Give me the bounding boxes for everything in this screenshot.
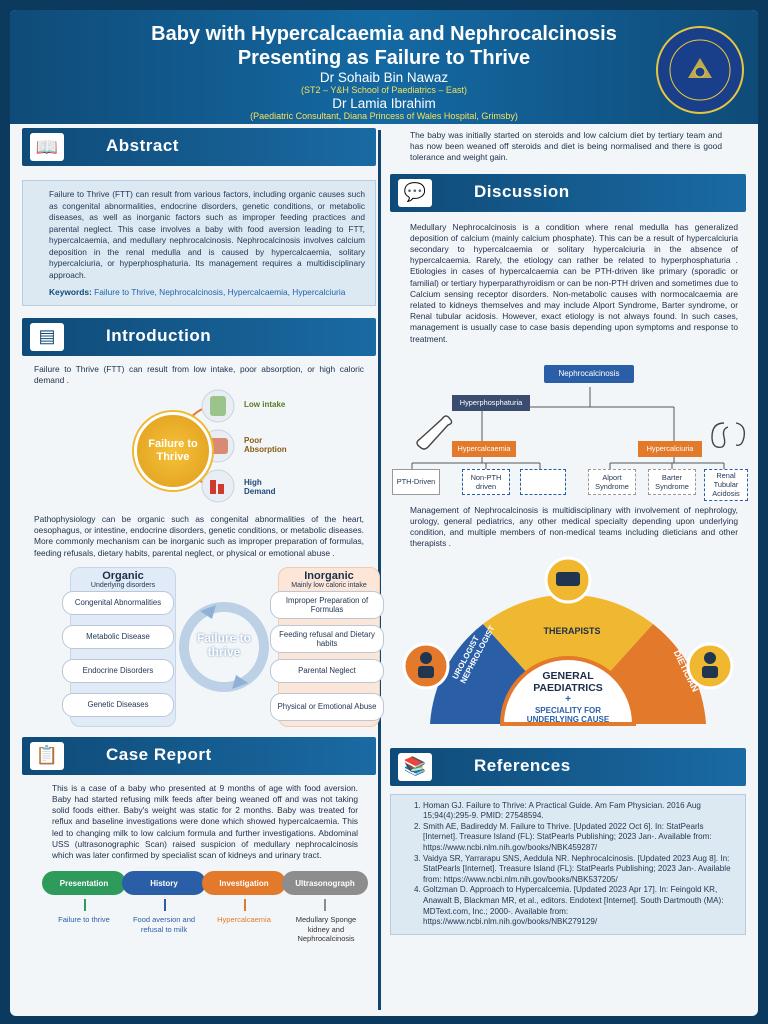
introduction-heading: Introduction [106,325,212,345]
organic-subtitle: Underlying disorders [90,581,156,589]
flow-leaf-barter: Barter Syndrome [648,468,696,495]
flow-leaf-alport: Alport Syndrome [588,468,636,495]
timeline-presentation: Presentation [42,871,126,896]
timeline-detail-3: Hypercalcaemia [217,915,271,925]
references-list: Homan GJ. Failure to Thrive: A Practical… [390,793,746,935]
abstract-box: Failure to Thrive (FTT) can result from … [22,180,376,306]
reference-3: Vaidya SR, Yarrarapu SNS, Aeddula NR. Ne… [423,854,737,886]
case-timeline: Presentation History Investigation Ultra… [22,871,376,957]
keywords-list: Failure to Thrive, Nephrocalcinosis, Hyp… [94,287,346,297]
organic-item-2: Metabolic Disease [62,624,174,649]
ftt-causes-graphic [171,389,235,503]
case-report-body: This is a case of a baby who presented a… [52,782,358,860]
school-logo [656,26,744,114]
chat-icon: 💬 [398,178,432,207]
flow-leaf-pth-driven: PTH-Driven [392,468,440,495]
discussion-heading-bar: 💬 Discussion [390,173,746,212]
ftt-center-label: Failure to Thrive [148,437,198,463]
organic-item-4: Genetic Diseases [62,692,174,717]
inorganic-title: Inorganic [304,569,354,582]
author-1-affiliation: (ST2 – Y&H School of Paediatrics – East) [301,85,467,95]
flow-leaf-non-pth-driven: Non-PTH driven [462,468,510,495]
column-divider [378,130,381,1010]
document-icon: ▤ [30,322,64,351]
introduction-heading-bar: ▤ Introduction [22,317,376,356]
organic-title: Organic [102,569,144,582]
timeline-pin-3 [244,899,246,912]
logo-emblem [669,39,731,101]
poster: Baby with Hypercalcaemia and Nephrocalci… [10,10,758,1016]
timeline-pin-1 [84,899,86,912]
timeline-detail-4: Medullary Sponge kidney and Nephrocalcin… [295,915,357,944]
author-2-affiliation: (Paediatric Consultant, Diana Princess o… [250,111,518,121]
left-column: 📖 Abstract Failure to Thrive (FTT) can r… [22,128,384,957]
flow-hypercalciuria: Hypercalciuria [638,440,702,457]
ftt-cause-low-intake: Low intake [244,399,286,409]
cycle-center-label: Failure to thrive [196,630,251,659]
flow-leaf-empty [520,468,566,495]
case-report-heading: Case Report [106,744,212,764]
inorganic-subtitle: Mainly low caloric intake [291,581,367,589]
abstract-body: Failure to Thrive (FTT) can result from … [49,189,365,280]
flow-hyperphosphaturia: Hyperphosphaturia [452,394,530,411]
mdt-speciality-label: SPECIALITY FOR UNDERLYING CAUSE [526,705,610,725]
references-heading-bar: 📚 References [390,747,746,786]
flow-leaf-rta: Renal Tubular Acidosis [704,468,748,501]
ftt-center-circle: Failure to Thrive [134,411,212,490]
inorganic-item-2: Feeding refusal and Dietary habits [270,624,384,653]
timeline-pin-2 [164,899,166,912]
ftt-cause-poor-absorption: Poor Absorption [244,435,287,454]
inorganic-item-4: Physical or Emotional Abuse [270,692,384,721]
mdt-general-line1: GENERAL [542,669,594,682]
inorganic-item-1: Improper Preparation of Formulas [270,590,384,619]
organic-item-3: Endocrine Disorders [62,658,174,683]
books-icon: 📚 [398,752,432,781]
reference-2: Smith AE, Badireddy M. Failure to Thrive… [423,822,737,854]
ftt-cause-high-demand: High Demand [244,477,276,496]
timeline-ultrasonograph: Ultrasonograph [282,871,368,896]
mdt-arch-graphic [402,556,734,726]
book-icon: 📖 [30,133,64,161]
introduction-para-1: Failure to Thrive (FTT) can result from … [34,363,364,385]
case-report-heading-bar: 📋 Case Report [22,736,376,775]
clipboard-icon: 📋 [30,741,64,770]
introduction-para-2: Pathophysiology can be organic such as c… [34,513,364,558]
author-2: Dr Lamia Ibrahim [332,96,436,111]
steroid-note: The baby was initially started on steroi… [410,130,722,163]
title-line-1: Baby with Hypercalcaemia and Nephrocalci… [151,23,617,45]
discussion-para-1: Medullary Nephrocalcinosis is a conditio… [410,221,738,344]
abstract-heading: Abstract [106,136,179,155]
mdt-plus: + [565,693,571,705]
poster-title: Baby with Hypercalcaemia and Nephrocalci… [10,22,758,70]
timeline-investigation: Investigation [202,871,286,896]
discussion-heading: Discussion [474,181,570,201]
inorganic-item-3: Parental Neglect [270,658,384,683]
flow-hypercalcaemia: Hypercalcaemia [452,440,516,457]
reference-4: Goltzman D. Approach to Hypercalcemia. [… [423,885,737,927]
timeline-pin-4 [324,899,326,912]
mdt-therapists-label: THERAPISTS [543,625,601,636]
reference-1: Homan GJ. Failure to Thrive: A Practical… [423,801,737,822]
discussion-para-2: Management of Nephrocalcinosis is multid… [410,504,738,549]
timeline-detail-2: Food aversion and refusal to milk [132,915,196,934]
organic-item-1: Congenital Abnormalities [62,590,174,615]
flow-root-nephrocalcinosis: Nephrocalcinosis [544,364,634,383]
timeline-history: History [122,871,206,896]
nephrocalcinosis-flowchart: Nephrocalcinosis Hyperphosphaturia Hyper… [390,345,748,505]
mdt-diagram: THERAPISTS UROLOGIST NEPHROLOGIST DIETIC… [390,554,746,742]
organic-inorganic-diagram: Organic Underlying disorders Inorganic M… [22,566,384,729]
poster-header: Baby with Hypercalcaemia and Nephrocalci… [10,10,758,124]
keywords: Keywords: Failure to Thrive, Nephrocalci… [49,287,365,299]
references-heading: References [474,755,571,775]
mdt-general-line2: PAEDIATRICS [533,681,603,694]
title-line-2: Presenting as Failure to Thrive [237,47,531,69]
timeline-detail-1: Failure to thrive [58,915,110,925]
right-column: The baby was initially started on steroi… [390,128,748,935]
keywords-label: Keywords: [49,287,92,297]
author-1: Dr Sohaib Bin Nawaz [319,70,449,85]
ftt-causes-diagram: Failure to Thrive Low intake Poor Absorp… [22,386,376,506]
abstract-heading-bar: 📖 Abstract [22,128,376,166]
